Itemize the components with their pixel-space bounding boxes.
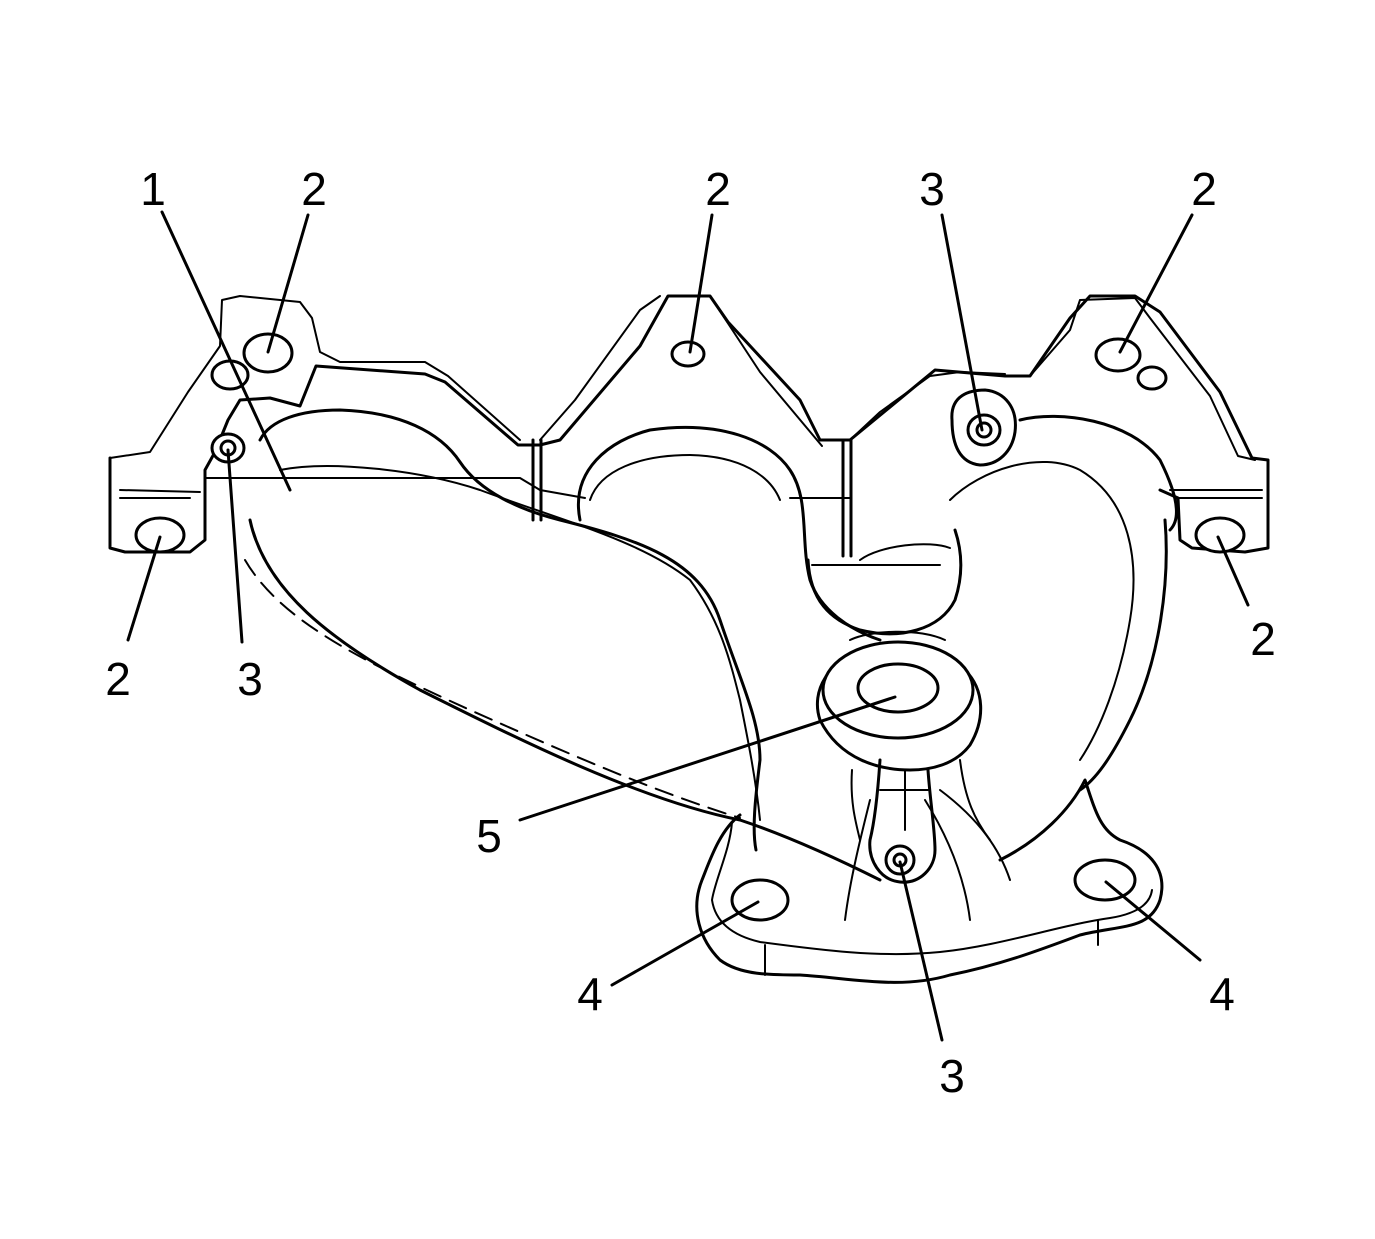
callout-3-top-right: 3 — [919, 163, 945, 215]
catalyst-stud-hole-left — [730, 878, 790, 922]
leader-3b — [940, 213, 984, 432]
oxygen-sensor-boss-inner — [856, 662, 940, 714]
stud-hole-bottom-left — [134, 516, 186, 554]
runner-4-inner — [1018, 414, 1179, 532]
flange-top-edge-right — [849, 371, 1006, 441]
bracket-arm-edge — [879, 769, 929, 831]
runner-1-outer — [248, 518, 882, 882]
leader-2d — [126, 535, 162, 642]
stud-hole-top-right — [1094, 337, 1142, 373]
leader-3c — [898, 860, 944, 1042]
cylinder-head-flange-outline — [108, 294, 1270, 554]
runner-4-outer — [1078, 518, 1168, 792]
catalyst-flange-outline — [695, 778, 1164, 984]
callout-3-left: 3 — [237, 653, 263, 705]
callout-2-bottom-left: 2 — [105, 653, 131, 705]
leader-4a — [610, 900, 760, 987]
stud-hole-bottom-right — [1194, 516, 1246, 554]
callout-2-top-left: 2 — [301, 163, 327, 215]
runner-1-contour — [279, 465, 761, 821]
catalyst-flange-top-face — [711, 821, 1153, 956]
callout-4-left: 4 — [577, 968, 603, 1020]
leader-4b — [1104, 880, 1202, 962]
leader-3a — [226, 448, 244, 644]
stud-hole-top-middle — [670, 340, 706, 368]
catalyst-flange-edge — [764, 919, 1099, 976]
flange-face-right — [1169, 489, 1263, 499]
callout-2-bottom-right: 2 — [1250, 613, 1276, 665]
heat-shield-hole-right — [975, 421, 993, 439]
flange-seam-2 — [841, 438, 853, 558]
flange-top-edge-left — [109, 295, 521, 459]
runner-1-inner — [258, 408, 762, 852]
leader-lines — [126, 210, 1250, 1042]
bracket-arm — [868, 758, 937, 884]
leader-5 — [518, 695, 897, 822]
flange-relief-hole-2 — [1136, 365, 1168, 391]
leader-1 — [160, 210, 292, 492]
leader-2a — [266, 213, 310, 354]
catalyst-stud-hole-right — [1073, 858, 1137, 902]
leader-2c — [1118, 213, 1194, 354]
heat-shield-boss-right-outline — [950, 388, 1017, 467]
callout-labels: 1 2 2 3 2 2 3 2 5 4 4 3 — [105, 163, 1276, 1102]
leader-2b — [688, 213, 714, 354]
callout-4-right: 4 — [1209, 968, 1235, 1020]
flange-top-edge-middle-right — [709, 295, 823, 447]
flange-seam-1 — [531, 438, 543, 522]
leader-2e — [1216, 535, 1250, 607]
runner-3-inner — [811, 543, 951, 566]
callout-2-top-middle: 2 — [705, 163, 731, 215]
runner-2-inner — [589, 454, 781, 501]
callout-1: 1 — [140, 163, 166, 215]
fastener-holes — [134, 332, 1246, 922]
callout-2-top-right: 2 — [1191, 163, 1217, 215]
flange-top-edge-middle — [539, 295, 661, 441]
runner-4-contour — [949, 461, 1135, 761]
runner-1-dashed-edge — [244, 559, 741, 819]
callout-3-bottom: 3 — [939, 1050, 965, 1102]
flange-face-middle — [539, 489, 851, 499]
callout-5: 5 — [476, 810, 502, 862]
